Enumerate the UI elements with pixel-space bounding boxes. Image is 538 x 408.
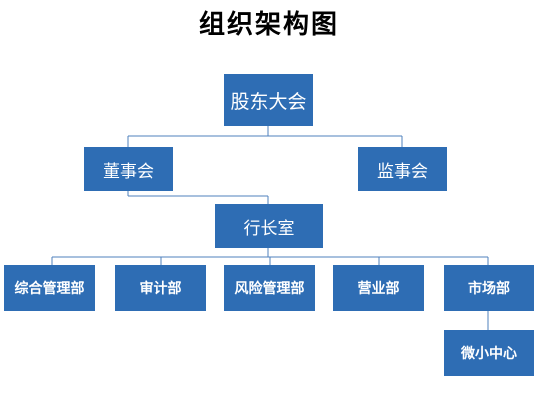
node-board-of-directors: 董事会 — [84, 147, 173, 191]
node-market-dept: 市场部 — [444, 265, 534, 311]
node-micro-small-center: 微小中心 — [444, 330, 534, 376]
node-shareholders-meeting: 股东大会 — [224, 74, 313, 126]
node-general-management-dept: 综合管理部 — [4, 265, 95, 311]
node-president-office: 行长室 — [215, 204, 323, 248]
node-business-dept: 营业部 — [333, 265, 424, 311]
node-audit-dept: 审计部 — [115, 265, 206, 311]
node-supervisory-board: 监事会 — [358, 147, 447, 191]
chart-title: 组织架构图 — [198, 10, 339, 40]
node-risk-management-dept: 风险管理部 — [224, 265, 315, 311]
